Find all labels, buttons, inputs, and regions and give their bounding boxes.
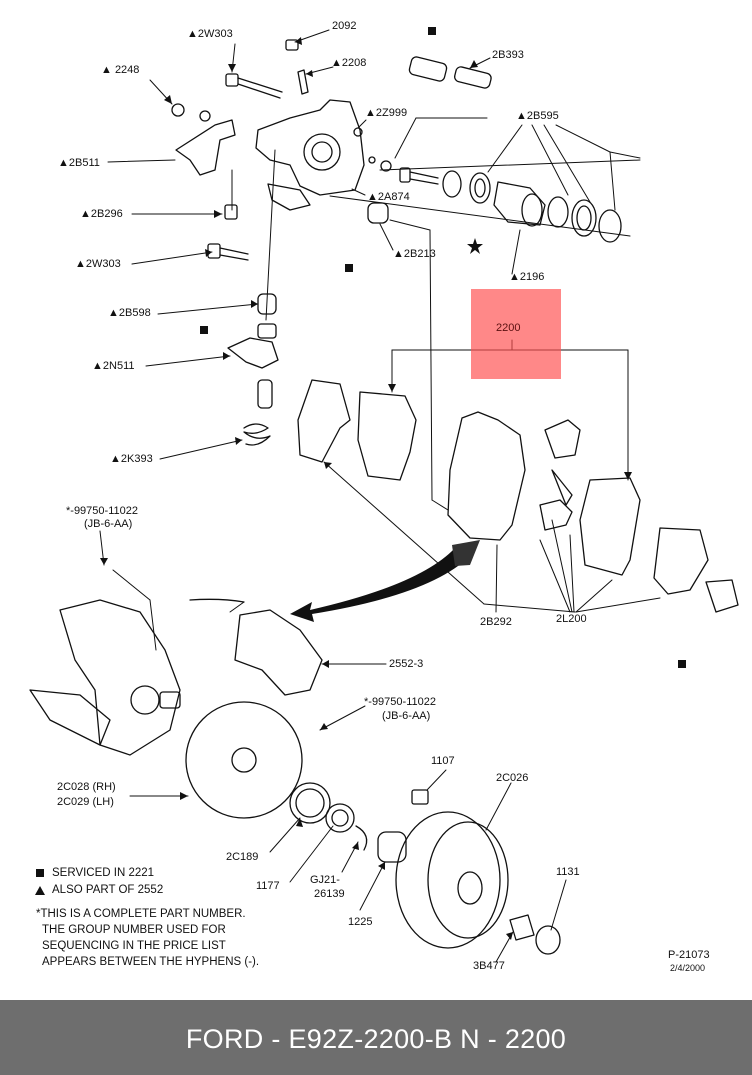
diagram-drawing <box>29 27 739 963</box>
label-2c026: 2C026 <box>496 772 529 784</box>
label-2c189: 2C189 <box>226 851 259 863</box>
footnote-line-1: *THIS IS A COMPLETE PART NUMBER. <box>36 908 246 920</box>
label-3b477: 3B477 <box>473 960 505 972</box>
label-drawing-number: P-21073 <box>668 949 710 961</box>
label-2w303-upper: ▲2W303 <box>187 28 233 40</box>
label-26139: 26139 <box>314 888 345 900</box>
part-2200-highlight <box>471 289 561 379</box>
label-2b296: ▲2B296 <box>80 208 123 220</box>
footnote-line-2: THE GROUP NUMBER USED FOR <box>42 924 226 936</box>
footnote-line-4: APPEARS BETWEEN THE HYPHENS (-). <box>42 956 260 968</box>
legend-also-part-text: ALSO PART OF 2552 <box>52 884 164 896</box>
label-99750-lower: *-99750-11022 <box>364 696 436 708</box>
label-2c028: 2C028 (RH) <box>57 781 116 793</box>
label-2b595: ▲2B595 <box>516 110 559 122</box>
label-2b213: ▲2B213 <box>393 248 436 260</box>
label-jb6aa-lower: (JB-6-AA) <box>382 710 431 722</box>
label-2w303-lower: ▲2W303 <box>75 258 121 270</box>
label-2208: ▲2208 <box>331 57 367 69</box>
label-2b292: 2B292 <box>480 616 512 628</box>
label-2b393: 2B393 <box>492 49 524 61</box>
label-2552-3: 2552-3 <box>389 658 424 670</box>
label-1131: 1131 <box>556 866 580 878</box>
label-1225: 1225 <box>348 916 373 928</box>
label-2b511: ▲2B511 <box>58 157 100 169</box>
knuckle-and-rotor <box>29 598 561 955</box>
footnote-line-3: SEQUENCING IN THE PRICE LIST <box>42 940 226 952</box>
legend-symbols <box>35 27 686 895</box>
label-2196: ▲2196 <box>509 271 545 283</box>
label-1177: 1177 <box>256 880 280 892</box>
label-2b598: ▲2B598 <box>108 307 151 319</box>
legend-serviced-text: SERVICED IN 2221 <box>52 867 155 879</box>
leader-lines <box>99 29 661 963</box>
label-99750-upper: *-99750-11022 <box>66 505 138 517</box>
pads-and-bracket <box>297 379 739 613</box>
arrow-heads <box>100 37 632 940</box>
label-2248: ▲ 2248 <box>101 64 140 76</box>
label-2092: 2092 <box>332 20 357 32</box>
exploded-diagram: 2092 ▲2W303 2B393 ▲ 2248 ▲2208 ▲2Z999 ▲2… <box>29 20 739 973</box>
label-2l200: 2L200 <box>556 613 587 625</box>
label-drawing-date: 2/4/2000 <box>670 963 706 973</box>
label-1107: 1107 <box>431 755 455 767</box>
caliper-hardware <box>171 39 622 446</box>
label-2c029: 2C029 (LH) <box>57 796 114 808</box>
label-2a874: ▲2A874 <box>367 191 410 203</box>
label-2z999: ▲2Z999 <box>365 107 408 119</box>
label-2k393: ▲2K393 <box>110 453 153 465</box>
label-jb6aa-upper: (JB-6-AA) <box>84 518 133 530</box>
footer-part-number-text: FORD - E92Z-2200-B N - 2200 <box>185 1024 567 1054</box>
part-number-footer: FORD - E92Z-2200-B N - 2200 <box>0 1000 752 1075</box>
label-gj21: GJ21- <box>310 874 340 886</box>
label-2200: 2200 <box>496 322 521 334</box>
label-2n511: ▲2N511 <box>92 360 135 372</box>
